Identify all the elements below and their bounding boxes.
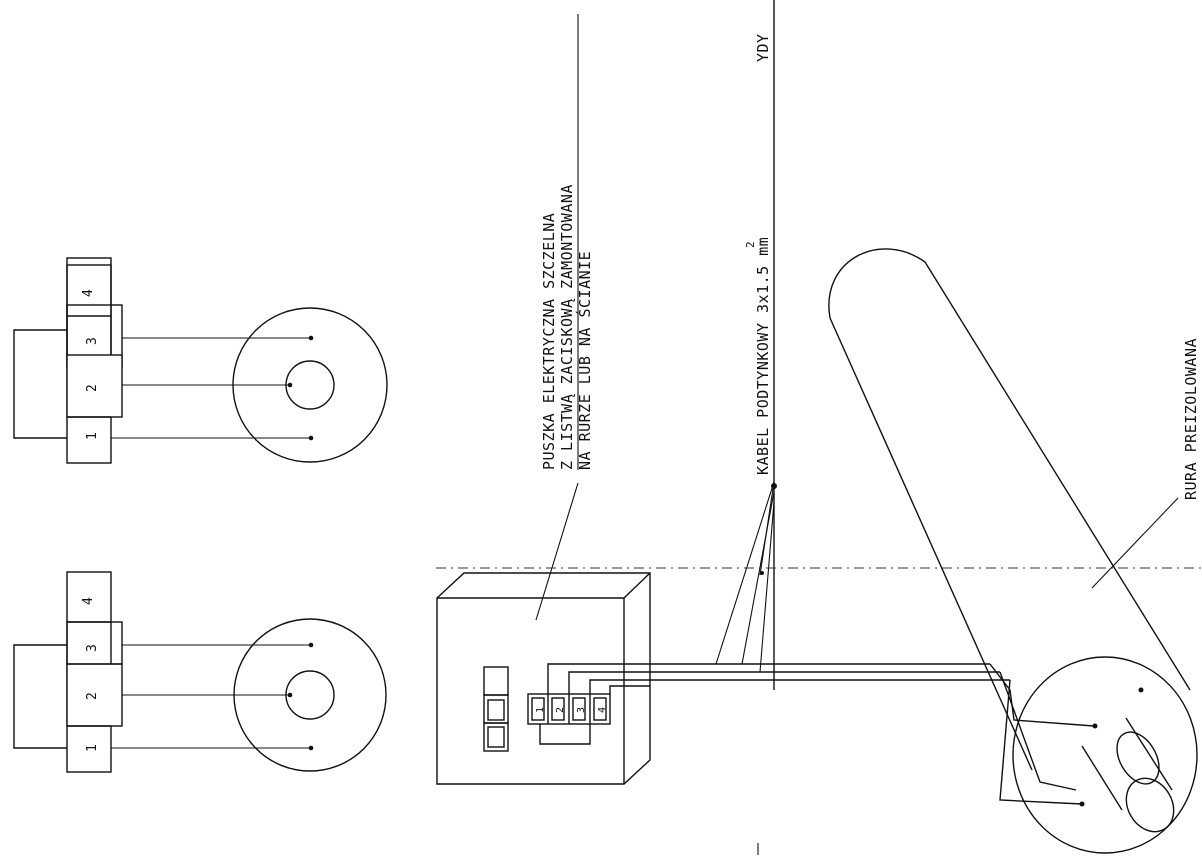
box-label-line1: PUSZKA ELEKTRYCZNA SZCZELNA [540,213,558,470]
pipe-leader-line [1091,497,1179,589]
bridge-wire-bottom [13,644,67,749]
cable-label-superscript: 2 [744,241,757,248]
box-leader-line [535,482,579,621]
box-terminal-3-label: 3 [576,707,587,713]
cable-run [650,0,1095,805]
terminal-3-label-bottom: 3 [85,644,100,652]
plug-pin-top [285,360,335,410]
terminal-4-label-bottom: 4 [81,597,96,605]
terminal-1-label-bottom: 1 [85,744,100,752]
pipe-label: RURA PREIZOLOWANA [1182,338,1200,500]
box-terminal-4-label: 4 [597,707,608,713]
terminal-1-label-top: 1 [85,432,100,440]
box-terminal-strip: 1 2 3 4 [483,663,650,752]
junction-box-outline [436,572,651,785]
cable-label-main: KABEL PODTYNKOWY 3x1.5 mm [754,237,772,475]
terminal-2-top-box [66,354,123,418]
cable-label: KABEL PODTYNKOWY 3x1.5 mm 2 YDY [744,33,772,475]
terminal-4-label-top: 4 [81,289,96,297]
pipe-label-text: RURA PREIZOLOWANA [1182,338,1200,500]
box-label-line2: Z LISTWĄ ZACISKOWĄ ZAMONTOWANA [558,184,576,470]
box-label: PUSZKA ELEKTRYCZNA SZCZELNA Z LISTWĄ ZAC… [540,14,594,470]
terminal-2-label-top: 2 [85,384,100,392]
box-terminal-2-label: 2 [555,707,566,713]
plug-pin-bottom [285,670,335,720]
box-label-line3: NA RURZE LUB NA ŚCIANIE [575,251,594,470]
connector-detail-top: 4 3 2 1 [13,257,388,464]
connector-detail-bottom: 4 3 2 1 [13,571,387,773]
cable-label-type: YDY [754,33,772,62]
pre-insulated-pipe [828,248,1198,854]
box-terminal-1-label: 1 [535,707,546,713]
terminal-3-label-top: 3 [85,337,100,345]
pipe-end-outer [1012,656,1198,854]
bridge-wire-top [13,329,67,439]
pipe-inner-tube-end [1116,731,1160,785]
terminal-2-label-bottom: 2 [85,692,100,700]
junction-box: 1 2 3 4 [436,482,651,785]
